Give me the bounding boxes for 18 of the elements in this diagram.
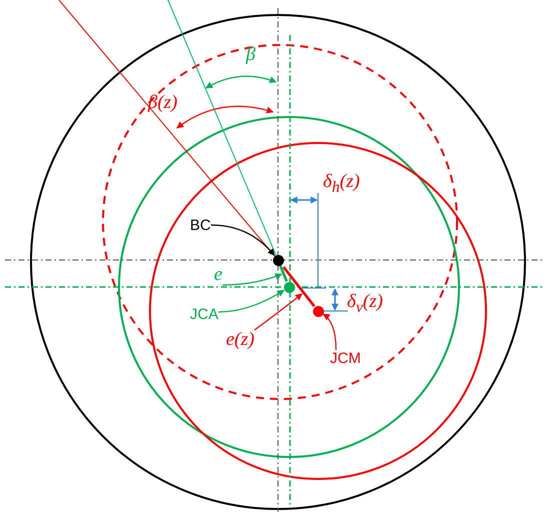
leader-line <box>254 293 303 330</box>
point-dot <box>312 306 324 316</box>
dimension-label: δ$_{h}$(z) <box>323 172 360 198</box>
point-label: JCM <box>330 350 361 367</box>
angle-label: β(z) <box>148 93 178 113</box>
point-label: JCA <box>190 306 218 323</box>
point-label: e(z) <box>226 330 254 350</box>
point-label: e <box>214 265 222 285</box>
leader-line <box>218 290 285 313</box>
leader-line <box>222 273 282 286</box>
leader-line <box>322 314 337 350</box>
point-dot <box>272 254 284 266</box>
eccentricity-line <box>279 265 288 282</box>
leader-line <box>210 224 275 256</box>
angle-label: β <box>246 45 256 65</box>
eccentricity-line <box>282 266 316 308</box>
point-label: BC <box>190 217 211 234</box>
dimension-label: δ$_{v}$(z) <box>347 292 383 318</box>
